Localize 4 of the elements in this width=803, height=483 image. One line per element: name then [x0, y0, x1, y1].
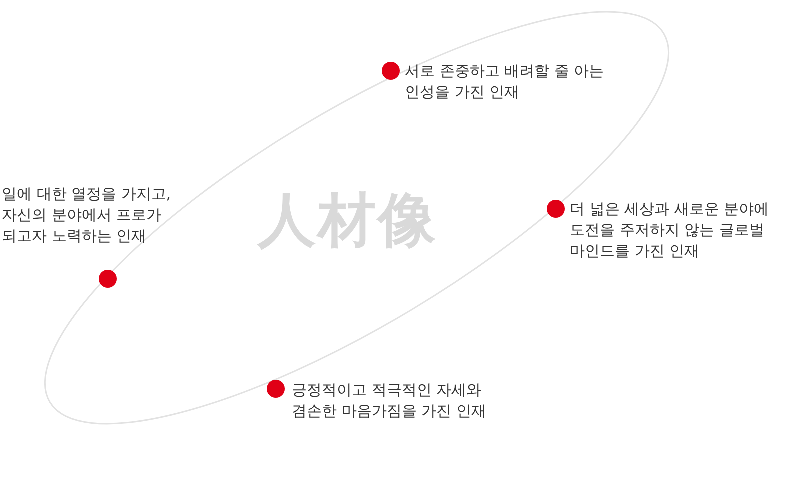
description-text: 서로 존중하고 배려할 줄 아는 인성을 가진 인재: [405, 61, 606, 103]
description-text: 더 넓은 세상과 새로운 분야에 도전을 주저하지 않는 글로벌 마인드를 가진 인재: [570, 199, 770, 262]
description-text: 긍정적이고 적극적인 자세와 겸손한 마음가짐을 가진 인재: [292, 380, 488, 422]
description-text: 일에 대한 열정을 가지고, 자신의 분야에서 프로가 되고자 노력하는 인재: [2, 184, 172, 247]
